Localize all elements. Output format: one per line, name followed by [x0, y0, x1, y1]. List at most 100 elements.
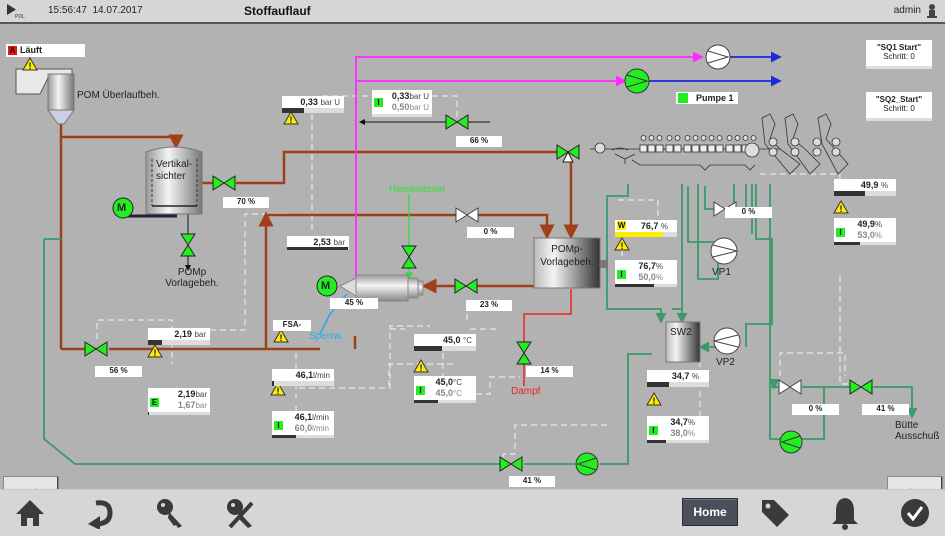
value: 2,19	[174, 329, 192, 339]
warning-icon: !	[833, 200, 849, 214]
valve-refiner-percent[interactable]: 23 %	[466, 300, 512, 311]
headbox-gauge	[656, 135, 663, 141]
pom-overflow-tank[interactable]	[15, 68, 75, 125]
headbox-gauge	[742, 135, 749, 141]
pump-legend: Pumpe 1	[676, 92, 738, 104]
pump-1-green[interactable]	[624, 68, 650, 94]
headbox-gauge	[726, 135, 733, 141]
sw2-level-bar	[647, 382, 709, 387]
unit: °C	[453, 378, 462, 387]
valve-top[interactable]	[445, 114, 469, 130]
right-level-controller[interactable]: I 49,9% 53,0%	[834, 218, 896, 242]
user-name[interactable]: admin	[893, 5, 921, 16]
unit: %	[874, 220, 882, 229]
setpoint: 38,0	[670, 428, 688, 438]
pomp-label-1: POMp	[177, 267, 207, 278]
headbox-gauge	[734, 135, 741, 141]
valve-bottom-percent[interactable]: 41 %	[509, 476, 555, 487]
valve-pomp-outlet[interactable]	[180, 233, 196, 257]
flow-bar	[272, 381, 334, 386]
fsa-indicator[interactable]: FSA-	[273, 320, 311, 331]
pump-vp1[interactable]	[710, 237, 738, 265]
motor-refiner[interactable]	[316, 275, 338, 297]
temperature-controller-bar	[414, 400, 476, 403]
home-nav-button[interactable]	[12, 495, 48, 531]
tags-button[interactable]	[757, 495, 793, 531]
valve-left-percent[interactable]: 56 %	[95, 366, 142, 377]
sw2-tank[interactable]	[665, 321, 701, 363]
headbox-former[interactable]	[590, 113, 849, 175]
valve-steam-percent[interactable]: 14 %	[526, 366, 573, 377]
pomp-level-display[interactable]: W 76,7 %	[615, 220, 677, 232]
pump-bottom[interactable]	[575, 452, 599, 476]
temperature-controller[interactable]: I 45,0°C 45,0°C	[414, 376, 476, 400]
hot-water-label: Heisswasser	[389, 184, 446, 195]
pressure-controller-3[interactable]: E 2,19bar 1,67bar	[148, 388, 210, 412]
right-level-display[interactable]: 49,9 %	[834, 179, 896, 191]
value: 34,7	[671, 371, 690, 381]
acknowledge-button[interactable]	[897, 495, 933, 531]
warning-icon: !	[614, 237, 630, 251]
flow-display[interactable]: 46,1l/min	[272, 369, 334, 381]
pressure-display-2[interactable]: 2,53 bar	[287, 236, 349, 247]
valve-left[interactable]	[84, 341, 108, 357]
refiner[interactable]	[338, 274, 424, 302]
headbox-gauge	[666, 135, 673, 141]
pomp-level-controller[interactable]: I 76,7% 50,0%	[615, 260, 677, 284]
motor-refiner-label: M	[321, 280, 331, 292]
pump-status-swatch	[678, 93, 688, 103]
pressure-display-1[interactable]: 0,33 bar U	[282, 96, 344, 108]
login-button[interactable]	[152, 495, 188, 531]
valve-vertikal-percent[interactable]: 70 %	[223, 197, 269, 208]
value: 45,0	[435, 377, 454, 387]
bar-fill	[148, 340, 162, 345]
run-status[interactable]: A Läuft	[6, 44, 85, 57]
svg-text:!: !	[277, 386, 280, 396]
value: 76,7	[638, 261, 656, 271]
valve-main-stock[interactable]	[556, 144, 580, 163]
valve-top-percent[interactable]: 66 %	[456, 136, 502, 147]
sequence-sq1[interactable]: "SQ1 Start" Schritt: 0	[866, 40, 932, 69]
temperature-display[interactable]: 45,0 °C	[414, 334, 476, 346]
pressure-bar-2	[287, 247, 349, 250]
valve-hot-stock-percent[interactable]: 0 %	[467, 227, 514, 238]
pump-top-white[interactable]	[705, 44, 731, 70]
valve-vp1-percent[interactable]: 0 %	[725, 207, 772, 218]
valve-hot-water[interactable]	[401, 245, 417, 269]
value: 49,9	[857, 219, 875, 229]
flow-controller[interactable]: I 46,1l/min 60,0l/min	[272, 411, 334, 435]
pomp-level-controller-bar	[615, 284, 677, 287]
valve-butte-right-percent[interactable]: 41 %	[862, 404, 909, 415]
back-button[interactable]	[82, 495, 118, 531]
value: 0,33	[300, 97, 318, 107]
valve-steam[interactable]	[516, 341, 532, 365]
headbox-element	[715, 144, 724, 153]
pump-vp2[interactable]	[713, 327, 741, 355]
logout-button[interactable]	[222, 495, 258, 531]
pump-butte[interactable]	[779, 430, 803, 454]
motor-vertikal[interactable]	[112, 197, 134, 219]
valve-hot-stock[interactable]	[455, 207, 479, 223]
pomp-tank[interactable]	[533, 237, 601, 289]
valve-vertikal[interactable]	[212, 175, 236, 191]
unit: bar	[333, 238, 345, 247]
sw2-level-controller[interactable]: I 34,7% 38,0%	[647, 416, 709, 440]
valve-refiner[interactable]	[454, 278, 478, 294]
headbox-element	[639, 144, 648, 153]
chemical-pipes	[355, 51, 782, 286]
valve-butte-left-percent[interactable]: 0 %	[792, 404, 839, 415]
sw2-level-display[interactable]: 34,7 %	[647, 370, 709, 382]
valve-butte-left[interactable]	[778, 379, 802, 395]
valve-bottom[interactable]	[499, 456, 523, 472]
user-icon[interactable]	[926, 3, 938, 19]
refiner-motor-percent[interactable]: 45 %	[330, 298, 378, 309]
pressure-bar-1	[282, 108, 344, 113]
valve-butte-right[interactable]	[849, 379, 873, 395]
headbox-element	[647, 144, 656, 153]
pressure-controller-1[interactable]: I 0,33bar U 0,50bar U	[372, 90, 432, 114]
vertical-screen-tank[interactable]	[123, 146, 203, 218]
pressure-display-3[interactable]: 2,19 bar	[148, 328, 210, 340]
alarms-button[interactable]	[827, 495, 863, 531]
home-screen-button[interactable]: Home	[682, 498, 738, 526]
sequence-sq2[interactable]: "SQ2_Start" Schritt: 0	[866, 92, 932, 121]
